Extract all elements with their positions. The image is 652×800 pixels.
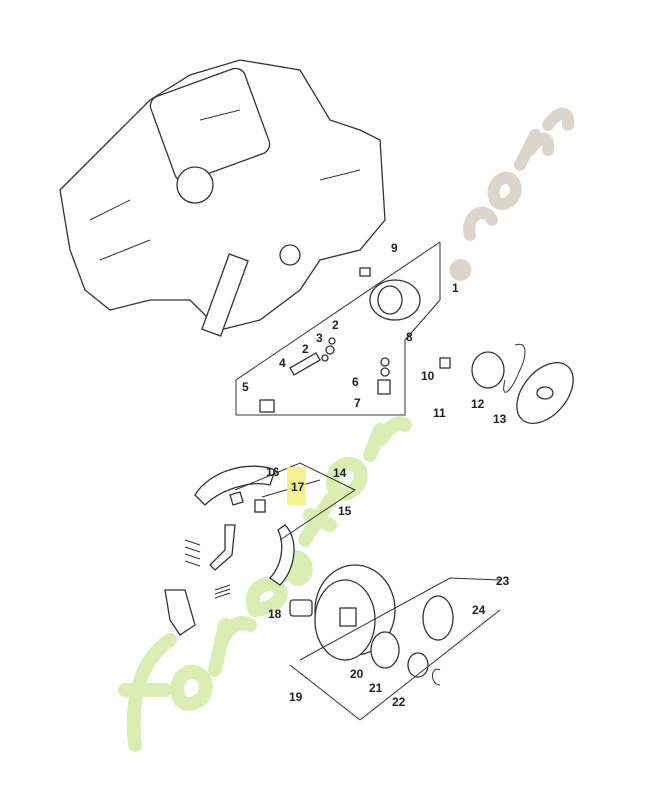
- label-part-14: 14: [333, 466, 347, 480]
- label-part-2: 2: [332, 318, 339, 332]
- label-part-8: 8: [406, 330, 413, 344]
- label-part-13: 13: [493, 412, 507, 426]
- label-part-9: 9: [391, 241, 398, 255]
- label-part-16: 16: [266, 465, 280, 479]
- label-part-10: 10: [421, 369, 435, 383]
- label-part-12: 12: [471, 397, 485, 411]
- label-part-18: 18: [268, 607, 282, 621]
- label-part-23: 23: [496, 574, 510, 588]
- label-part-5: 5: [242, 380, 249, 394]
- oil-pump-group: [235, 241, 574, 424]
- label-part-2: 2: [302, 342, 309, 356]
- label-part-17: 17: [291, 480, 305, 494]
- label-part-15: 15: [338, 504, 352, 518]
- part-labels: 1 2 2 3 4 5 6 7 8 9 10 11 12 13 14 15 16…: [242, 241, 510, 709]
- label-part-6: 6: [352, 375, 359, 389]
- label-part-4: 4: [279, 356, 286, 370]
- label-part-20: 20: [350, 667, 364, 681]
- label-part-21: 21: [369, 681, 383, 695]
- label-part-24: 24: [472, 603, 486, 617]
- engine-crankcase-drawing: [59, 59, 386, 337]
- watermark-logo: [118, 107, 575, 752]
- label-part-22: 22: [392, 695, 406, 709]
- clutch-group: [164, 462, 501, 721]
- label-part-7: 7: [354, 396, 361, 410]
- highlight-part-17: [287, 467, 306, 505]
- label-part-11: 11: [433, 406, 446, 420]
- label-part-1: 1: [452, 281, 459, 295]
- label-part-3: 3: [316, 331, 323, 345]
- label-part-19: 19: [289, 690, 303, 704]
